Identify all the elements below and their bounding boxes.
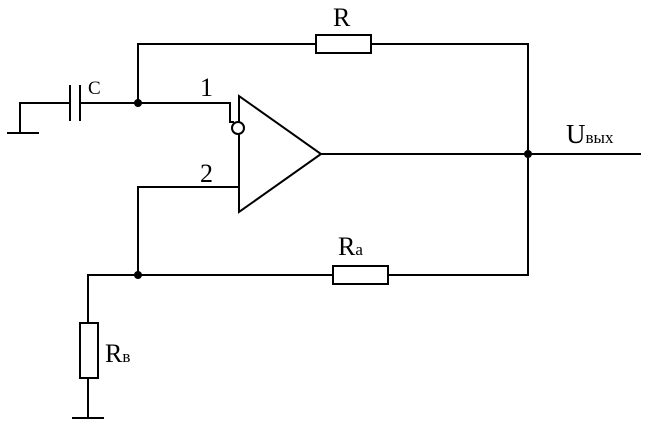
wire-feedback-top — [137, 43, 317, 104]
junction-node-capacitor — [134, 99, 142, 107]
opamp-triangle — [238, 94, 323, 214]
resistor-ra-label: Ra — [338, 232, 363, 261]
wire-capacitor-to-inverting-input — [81, 102, 234, 123]
resistor-rb — [79, 322, 99, 379]
inverting-input-bubble — [231, 121, 245, 135]
capacitor-c — [69, 85, 81, 121]
output-label: Uвых — [566, 119, 614, 149]
resistor-r-label: R — [333, 3, 351, 32]
input-2-label: 2 — [200, 159, 213, 188]
junction-node-output — [524, 150, 532, 158]
wire-noninverting-input — [137, 186, 240, 276]
wire-r-to-output — [370, 43, 529, 276]
ground-left — [7, 102, 39, 134]
junction-node-divider — [134, 271, 142, 279]
resistor-rb-label: Rв — [105, 339, 130, 368]
capacitor-label: C — [88, 78, 101, 99]
resistor-r — [315, 34, 372, 54]
input-1-label: 1 — [200, 73, 213, 102]
resistor-ra — [332, 265, 389, 285]
